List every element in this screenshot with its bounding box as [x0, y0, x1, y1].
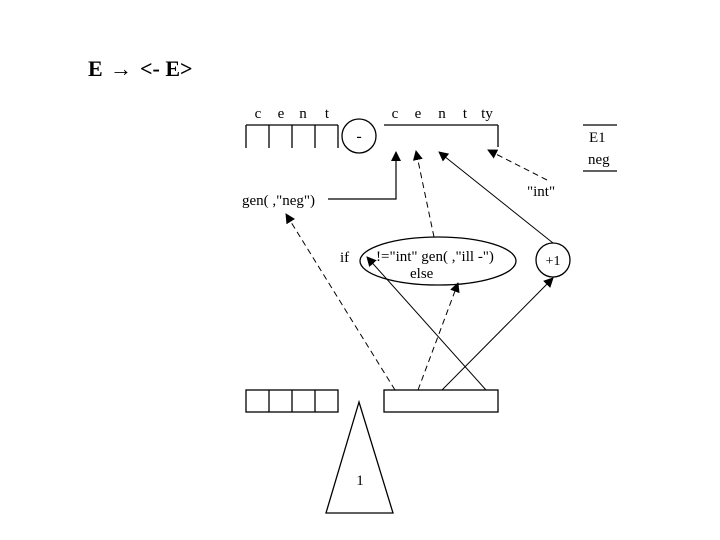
- bottom-left-record: [245, 389, 339, 413]
- else-keyword: else: [410, 266, 434, 282]
- int-to-ty-arrow: [487, 149, 548, 181]
- record-cells: [245, 124, 339, 148]
- record-field-label: ty: [481, 106, 493, 122]
- child-to-condition-arrow: [417, 282, 460, 391]
- int-type-action: "int": [487, 149, 555, 200]
- record-field-label: c: [255, 106, 262, 122]
- bottom-right-record: [383, 389, 499, 413]
- gen-neg-label: gen( ,"neg"): [242, 193, 315, 209]
- condition-text: !="int" gen( ,"ill -"): [376, 249, 494, 265]
- record-top-line: [384, 124, 499, 147]
- subtree-label: 1: [356, 473, 364, 489]
- legend: E1 neg: [583, 124, 617, 172]
- record-field-label: n: [299, 106, 307, 122]
- condition-ellipse: [359, 236, 517, 286]
- gen-neg-action: gen( ,"neg"): [242, 151, 401, 209]
- record-field-label: n: [438, 106, 446, 122]
- increment-to-n-arrow: [438, 151, 554, 244]
- ellipse-to-e-arrow: [412, 150, 435, 238]
- increment-label: +1: [546, 254, 561, 269]
- negate-operator-circle: [341, 118, 377, 154]
- production-title: E → <- E>: [88, 56, 193, 81]
- legend-line1: E1: [589, 130, 606, 146]
- negate-operator-label: -: [356, 128, 361, 145]
- record-field-label: c: [392, 106, 399, 122]
- child-to-gen-neg-arrow: [285, 213, 396, 391]
- record-field-label: e: [278, 106, 285, 122]
- top-right-record: c e n t ty: [384, 106, 499, 147]
- child-to-increment-arrow: [441, 277, 554, 391]
- dependency-arrows: [285, 150, 460, 391]
- legend-line2: neg: [588, 152, 610, 168]
- subtree-triangle: 1: [325, 399, 394, 514]
- top-left-record: c e n t -: [245, 106, 377, 154]
- int-literal-label: "int": [527, 184, 555, 200]
- condition-ellipse-group: if !="int" gen( ,"ill -") else: [340, 236, 517, 286]
- solid-arrows: [366, 151, 554, 391]
- child-to-if-arrow: [366, 256, 487, 391]
- gen-neg-arrow: [328, 151, 401, 200]
- record-field-label: t: [325, 106, 330, 122]
- production-lhs: E: [88, 56, 103, 81]
- record-field-label: t: [463, 106, 468, 122]
- record-field-label: e: [415, 106, 422, 122]
- production-rhs: <- E>: [140, 56, 193, 81]
- production-arrow: →: [110, 56, 132, 81]
- if-keyword: if: [340, 250, 349, 266]
- increment-operator: +1: [535, 242, 571, 278]
